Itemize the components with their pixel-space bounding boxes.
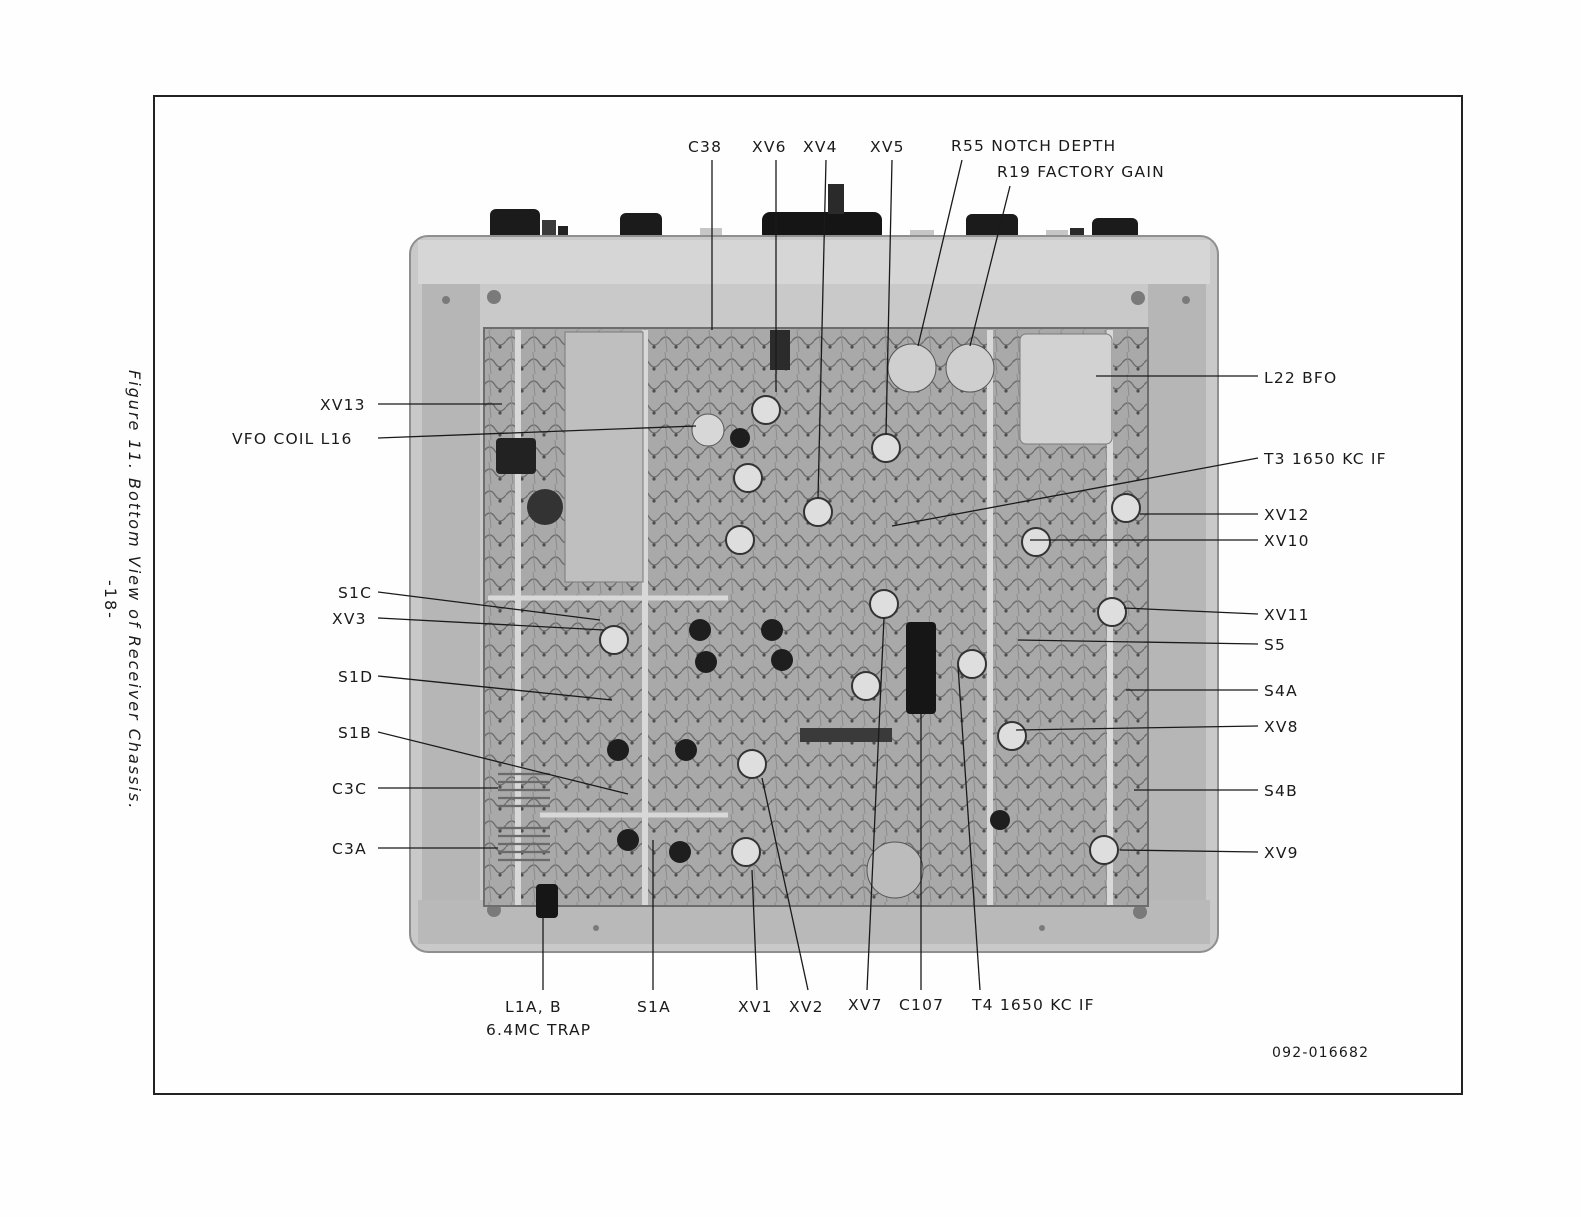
label-trap: 6.4MC TRAP	[486, 1021, 591, 1039]
label-xv4: XV4	[803, 138, 838, 156]
label-s5: S5	[1264, 636, 1286, 654]
label-s4b: S4B	[1264, 782, 1298, 800]
label-r19: R19 FACTORY GAIN	[997, 163, 1165, 181]
label-xv6: XV6	[752, 138, 787, 156]
label-s1d: S1D	[338, 668, 373, 686]
label-xv5: XV5	[870, 138, 905, 156]
label-l1ab: L1A, B	[505, 998, 562, 1016]
label-xv2: XV2	[789, 998, 824, 1016]
label-xv8: XV8	[1264, 718, 1299, 736]
label-s1b: S1B	[338, 724, 372, 742]
label-xv7: XV7	[848, 996, 883, 1014]
label-xv11: XV11	[1264, 606, 1310, 624]
label-s1a: S1A	[637, 998, 671, 1016]
label-s1c: S1C	[338, 584, 372, 602]
label-c3c: C3C	[332, 780, 367, 798]
label-t4: T4 1650 KC IF	[971, 996, 1095, 1014]
label-xv1: XV1	[738, 998, 773, 1016]
label-xv3: XV3	[332, 610, 367, 628]
label-r55: R55 NOTCH DEPTH	[951, 137, 1116, 155]
label-c107: C107	[899, 996, 944, 1014]
label-s4a: S4A	[1264, 682, 1298, 700]
label-xv10: XV10	[1264, 532, 1310, 550]
label-xv12: XV12	[1264, 506, 1310, 524]
figure-code: 092-016682	[1272, 1045, 1369, 1061]
label-xv13: XV13	[320, 396, 366, 414]
label-t3: T3 1650 KC IF	[1263, 450, 1387, 468]
front-panel-knobs	[490, 184, 1138, 242]
label-vfo-coil: VFO COIL L16	[232, 430, 353, 448]
label-c3a: C3A	[332, 840, 367, 858]
label-c38: C38	[688, 138, 722, 156]
label-l22: L22 BFO	[1264, 369, 1337, 387]
chassis-photo	[410, 184, 1218, 952]
label-xv9: XV9	[1264, 844, 1299, 862]
